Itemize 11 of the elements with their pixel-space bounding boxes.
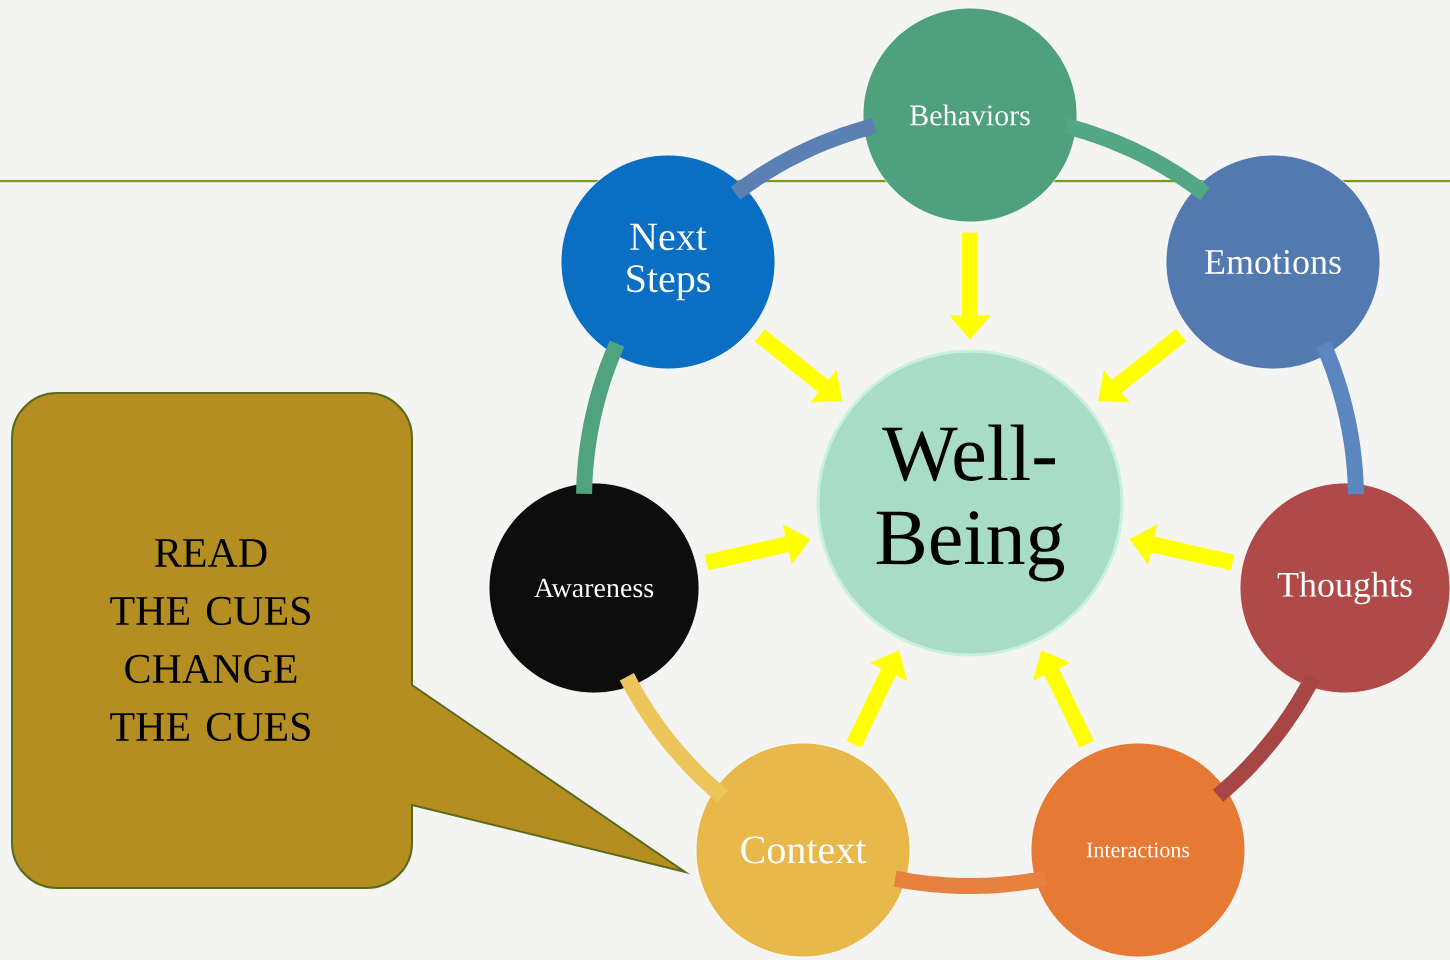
circle-node: Next Steps: [560, 154, 776, 370]
circle-node: Emotions: [1165, 154, 1381, 370]
circle-node: Thoughts: [1239, 482, 1450, 694]
ring-segment: [892, 870, 1049, 894]
circle-node: Context: [695, 742, 911, 958]
ring-segment: [730, 118, 878, 200]
circle-node: Behaviors: [862, 7, 1078, 223]
ring-segment: [1062, 118, 1210, 201]
ring-segment: [1212, 673, 1321, 802]
circle-node: Interactions: [1030, 742, 1246, 958]
block-arrow: [1098, 328, 1187, 403]
